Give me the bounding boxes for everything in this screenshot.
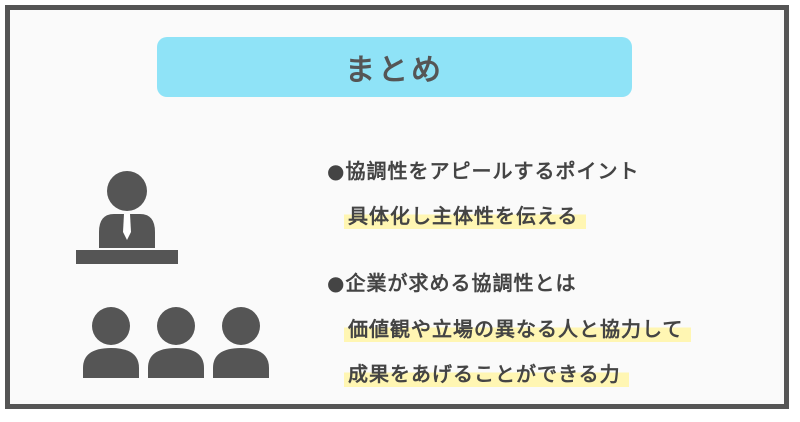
highlighted-text-line: 成果をあげることができる力 — [344, 358, 629, 387]
presenter-tie-icon — [123, 214, 131, 240]
slide-title: まとめ — [345, 53, 444, 88]
audience-body-3-icon — [213, 348, 269, 378]
audience-head-3-icon — [222, 307, 260, 345]
section-heading-appeal-points: ●協調性をアピールするポイント — [327, 159, 640, 183]
section-heading-company-expectation: ●企業が求める協調性とは — [327, 271, 577, 295]
audience-head-2-icon — [157, 307, 195, 345]
podium-icon — [76, 250, 178, 264]
audience-body-1-icon — [83, 348, 139, 378]
highlighted-text-line: 価値観や立場の異なる人と協力して — [344, 313, 692, 342]
audience-head-1-icon — [92, 307, 130, 345]
title-banner: まとめ — [157, 37, 632, 97]
presenter-head-icon — [107, 171, 147, 211]
highlighted-text-line: 具体化し主体性を伝える — [344, 200, 587, 229]
audience-body-2-icon — [148, 348, 204, 378]
